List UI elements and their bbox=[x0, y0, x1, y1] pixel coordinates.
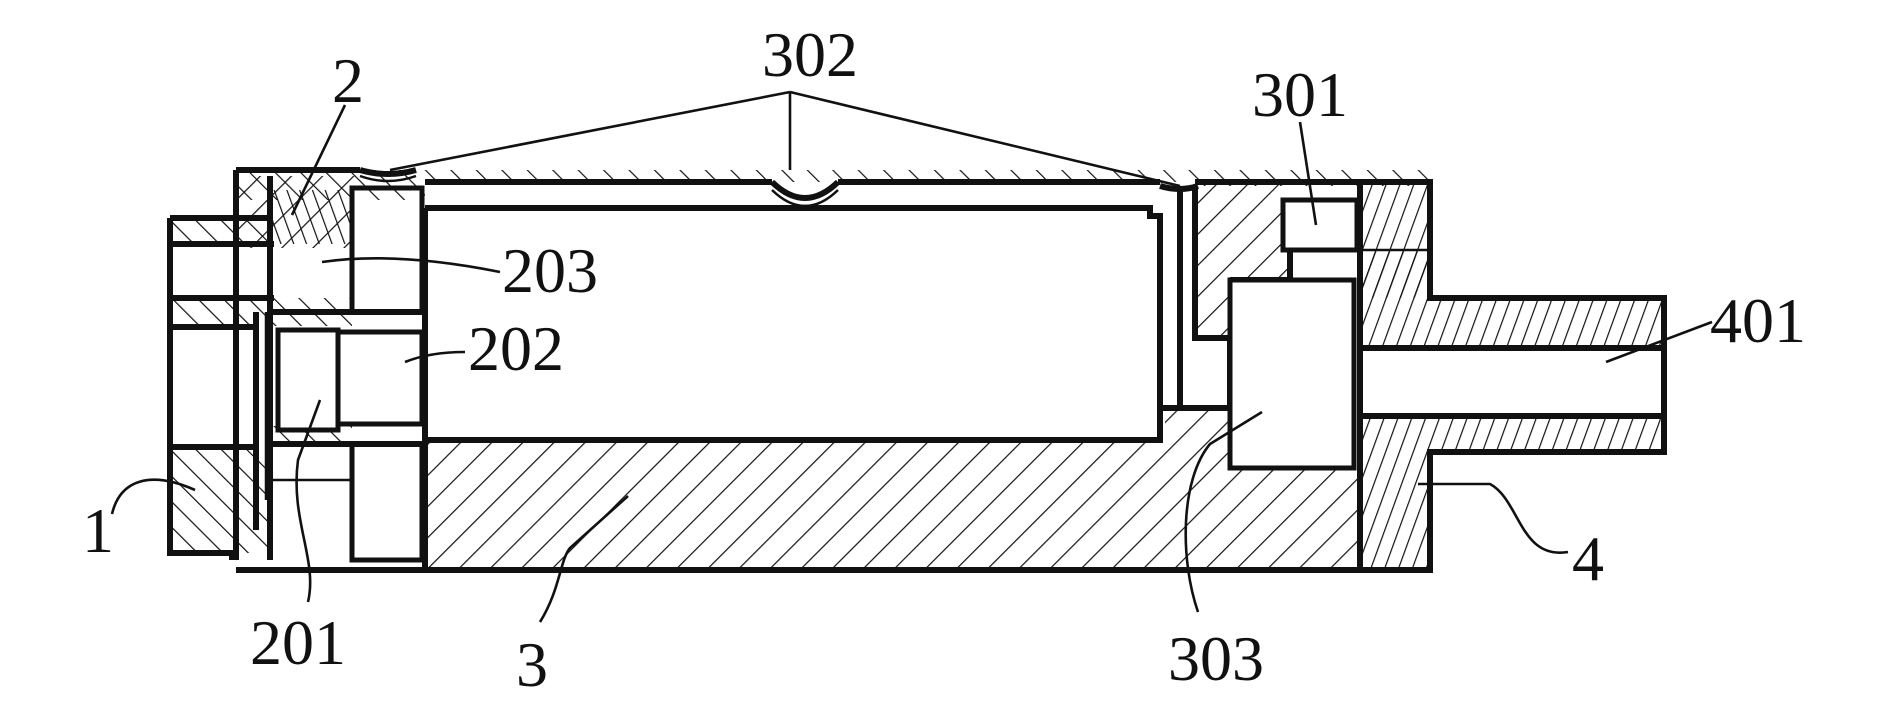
label-303: 303 bbox=[1168, 623, 1264, 694]
part-3-tube bbox=[233, 167, 1430, 573]
label-302: 302 bbox=[762, 19, 858, 90]
part-303-chamber bbox=[1227, 277, 1357, 471]
part-4-fitting bbox=[1357, 179, 1667, 573]
label-201: 201 bbox=[250, 607, 346, 678]
label-203: 203 bbox=[502, 235, 598, 306]
label-401: 401 bbox=[1710, 285, 1806, 356]
label-1: 1 bbox=[82, 495, 114, 566]
part-1-end-cap bbox=[167, 215, 274, 560]
label-202: 202 bbox=[468, 313, 564, 384]
label-2: 2 bbox=[332, 45, 364, 116]
label-301: 301 bbox=[1252, 59, 1348, 130]
label-4: 4 bbox=[1572, 523, 1604, 594]
leader-lines bbox=[110, 90, 1713, 623]
label-3: 3 bbox=[516, 629, 548, 700]
reference-labels: 302 2 301 203 202 401 1 4 201 3 303 bbox=[82, 19, 1806, 700]
part-2-holder bbox=[236, 176, 425, 563]
